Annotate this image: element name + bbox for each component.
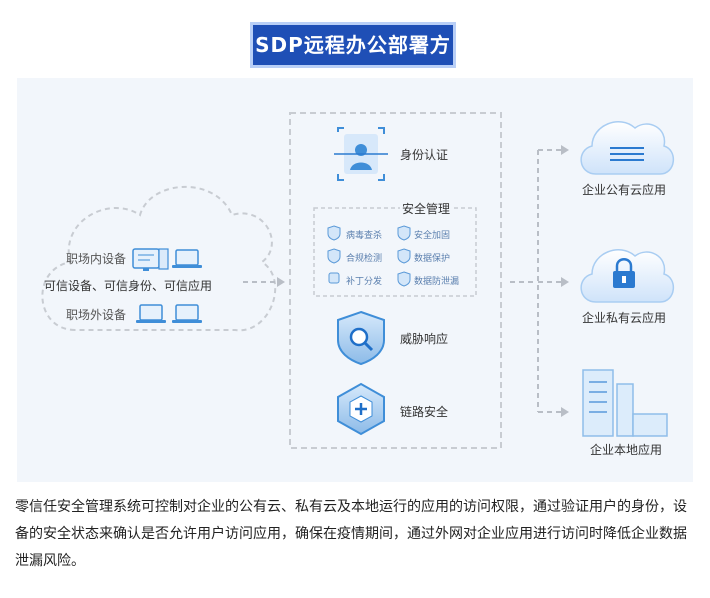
outside-office-devices-label: 职场外设备	[66, 308, 127, 322]
threat-response-shield-icon	[337, 310, 385, 366]
security-item-label: 合规检测	[346, 254, 383, 264]
link-security-hexagon-icon	[337, 382, 385, 436]
patch-icon	[328, 272, 340, 284]
security-item-label: 数据防泄漏	[414, 277, 460, 287]
inside-office-devices-label: 职场内设备	[66, 252, 127, 266]
laptop-icon	[172, 249, 202, 268]
security-item-label: 安全加固	[414, 231, 451, 241]
shield-plus-icon	[397, 225, 411, 241]
public-cloud-icon	[580, 121, 674, 175]
local-app-label: 企业本地应用	[590, 443, 663, 457]
shield-check-icon	[327, 248, 341, 264]
shield-lock-icon	[397, 248, 411, 264]
security-item-label: 数据保护	[414, 254, 451, 264]
public-cloud-app-label: 企业公有云应用	[582, 183, 667, 197]
threat-response-label: 威胁响应	[400, 332, 449, 346]
private-cloud-app-label: 企业私有云应用	[582, 311, 667, 325]
local-building-icon	[582, 369, 668, 437]
arrow-right-icon	[561, 145, 569, 155]
arrow-right-icon	[561, 277, 569, 287]
identity-auth-label: 身份认证	[400, 148, 449, 162]
diagram-title: SDP远程办公部署方案	[250, 22, 456, 97]
arrow-right-icon	[277, 277, 285, 287]
laptop-icon	[172, 304, 202, 323]
identity-scan-icon	[334, 127, 388, 181]
link-security-label: 链路安全	[400, 405, 449, 419]
security-item-label: 补丁分发	[346, 277, 383, 287]
data-leak-icon	[397, 271, 411, 287]
security-item-label: 病毒查杀	[346, 231, 383, 241]
left-cloud-outline	[41, 185, 277, 332]
shield-icon	[327, 225, 341, 241]
description-paragraph: 零信任安全管理系统可控制对企业的公有云、私有云及本地运行的应用的访问权限，通过验…	[15, 499, 687, 569]
trusted-summary-label: 可信设备、可信身份、可信应用	[44, 279, 213, 293]
desktop-monitor-icon	[132, 248, 169, 271]
security-management-title: 安全管理	[400, 200, 453, 217]
private-cloud-lock-icon	[580, 249, 674, 303]
laptop-icon	[136, 304, 166, 323]
arrow-right-icon	[561, 407, 569, 417]
